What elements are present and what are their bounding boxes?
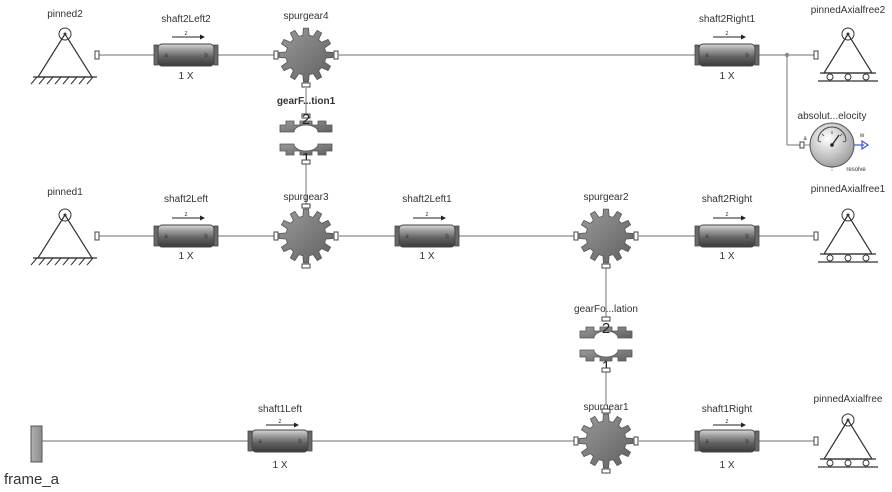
spurgear1-gear[interactable]: spurgear1 [573, 402, 639, 474]
sensor-resolve-label: resolve [846, 167, 866, 173]
shaft1Right-axis: z [726, 419, 729, 425]
shaft2Left1-scale: 1 X [419, 251, 434, 262]
pinned1-support[interactable]: pinned1 [30, 187, 100, 266]
shaft2Left2-shaft[interactable]: shaft2Left2 z a b 1 X [153, 14, 219, 82]
shaft2Right-scale: 1 X [719, 251, 734, 262]
sensor-port-a[interactable] [799, 141, 805, 149]
gearFormation-block[interactable]: gearFo...lation 2 1 [574, 304, 638, 375]
junction-dot [784, 52, 790, 58]
shaft2Left1-shaft[interactable]: shaft2Left1 z a b 1 X [394, 194, 460, 262]
pinnedAxialfree2-port[interactable] [813, 50, 819, 60]
shaft2Left1-port-a: a [405, 234, 409, 240]
shaft2Right1-port-a: a [705, 53, 709, 59]
connection-lines [42, 54, 815, 442]
pinnedAxialfree1-label: pinnedAxialfree1 [811, 184, 886, 195]
gearFormation-port2: 2 [602, 320, 610, 337]
shaft1Left-shaft[interactable]: shaft1Left z a b 1 X [247, 404, 313, 471]
spurgear4-teeth [278, 27, 334, 83]
shaft1Left-port-b: b [298, 439, 302, 445]
pinned1-port[interactable] [94, 231, 100, 241]
shaft2Left2-axis: z [185, 31, 188, 37]
shaft2Left2-label: shaft2Left2 [161, 14, 211, 25]
frame_a-label: frame_a [4, 471, 60, 488]
shaft1Right-label: shaft1Right [702, 404, 753, 415]
gearFormation1-port2: 2 [302, 111, 310, 128]
spurgear4-gear[interactable]: spurgear4 [273, 11, 339, 88]
pinnedAxialfree1-port[interactable] [813, 231, 819, 241]
shaft2Right-shaft[interactable]: shaft2Right z a b 1 X [694, 194, 760, 262]
pinned2-support[interactable]: pinned2 [30, 9, 100, 85]
shaft2Right-label: shaft2Right [702, 194, 753, 205]
shaft1Right-shaft[interactable]: shaft1Right z a b 1 X [694, 404, 760, 471]
shaft1Right-port-b: b [745, 439, 749, 445]
shaft2Left-shaft[interactable]: shaft2Left z a b 1 X [153, 194, 219, 262]
shaft1Left-scale: 1 X [272, 460, 287, 471]
sensor-output-w-icon[interactable] [861, 139, 870, 151]
pinnedAxialfree2-support[interactable]: pinnedAxialfree2 [811, 5, 886, 82]
shaft2Left2-port-b: b [204, 53, 208, 59]
shaft2Left-label: shaft2Left [164, 194, 208, 205]
spurgear2-label: spurgear2 [583, 192, 628, 203]
pinned2-port[interactable] [94, 50, 100, 60]
gearFormation1-label: gearF...tion1 [277, 96, 336, 107]
shaft2Left2-scale: 1 X [178, 71, 193, 82]
gearFormation-port1: 1 [602, 358, 610, 375]
shaft2Left-axis: z [185, 212, 188, 218]
pinnedAxialfree-support[interactable]: pinnedAxialfree [813, 394, 883, 468]
shaft2Left1-label: shaft2Left1 [402, 194, 452, 205]
shaft2Right1-port-b: b [745, 53, 749, 59]
shaft2Right1-shaft[interactable]: shaft2Right1 z a b 1 X [694, 14, 760, 82]
spurgear4-label: spurgear4 [283, 11, 328, 22]
frame_a-connector[interactable]: frame_a [4, 425, 60, 488]
pinnedAxialfree-port[interactable] [813, 436, 819, 446]
gearFormation-label: gearFo...lation [574, 304, 638, 315]
gearFormation1-block[interactable]: gearF...tion1 2 1 [277, 96, 336, 167]
spurgear1-label: spurgear1 [583, 402, 628, 413]
shaft2Left-port-a: a [164, 234, 168, 240]
shaft2Right1-label: shaft2Right1 [699, 14, 756, 25]
pinned2-label: pinned2 [47, 9, 83, 20]
shaft2Right1-axis: z [726, 31, 729, 37]
pinned1-label: pinned1 [47, 187, 83, 198]
shaft2Left1-axis: z [426, 212, 429, 218]
shaft2Left2-port-a: a [164, 53, 168, 59]
shaft2Right-port-b: b [745, 234, 749, 240]
spurgear2-gear[interactable]: spurgear2 [573, 192, 639, 269]
spurgear3-label: spurgear3 [283, 192, 328, 203]
shaft1Left-label: shaft1Left [258, 404, 302, 415]
shaft1Left-axis: z [279, 419, 282, 425]
absoluteVelocity-sensor[interactable]: absolut...elocity a w resolve [798, 111, 870, 173]
sensor-port-w-label: w [859, 133, 865, 139]
gearFormation1-port1: 1 [302, 150, 310, 167]
pinnedAxialfree1-support[interactable]: pinnedAxialfree1 [811, 184, 886, 263]
shaft2Left-scale: 1 X [178, 251, 193, 262]
shaft1Right-scale: 1 X [719, 460, 734, 471]
pinnedAxialfree-label: pinnedAxialfree [814, 394, 883, 405]
shaft1Right-port-a: a [705, 439, 709, 445]
shaft2Right-axis: z [726, 212, 729, 218]
sensor-port-a-label: a [803, 136, 807, 142]
shaft2Right-port-a: a [705, 234, 709, 240]
shaft2Right1-scale: 1 X [719, 71, 734, 82]
shaft1Left-port-a: a [258, 439, 262, 445]
absoluteVelocity-label: absolut...elocity [798, 111, 867, 122]
spurgear2-teeth [578, 208, 634, 264]
spurgear3-gear[interactable]: spurgear3 [273, 192, 339, 269]
spurgear3-teeth [278, 208, 334, 264]
pinnedAxialfree2-label: pinnedAxialfree2 [811, 5, 886, 16]
spurgear1-teeth [578, 413, 634, 469]
shaft2Left-port-b: b [204, 234, 208, 240]
shaft2Left1-port-b: b [445, 234, 449, 240]
